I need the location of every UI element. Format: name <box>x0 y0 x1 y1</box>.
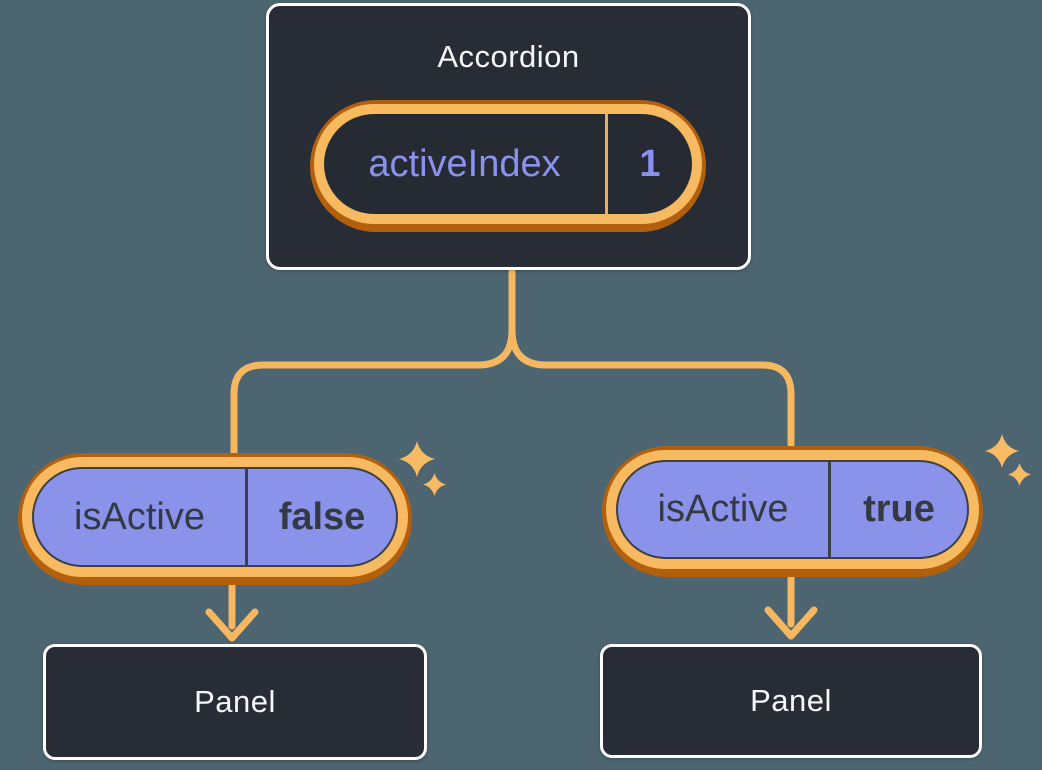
state-pill-isactive-left: isActive false <box>18 453 412 585</box>
arrowhead-icon <box>764 606 818 640</box>
pill-divider <box>828 462 831 557</box>
state-pill-activeindex: activeIndex 1 <box>310 100 706 232</box>
pill-body: isActive false <box>32 467 398 567</box>
panel-label: Panel <box>194 684 276 719</box>
pill-divider <box>605 114 608 214</box>
connector-right-branch <box>508 268 795 449</box>
pill-divider <box>245 469 248 565</box>
accordion-title: Accordion <box>437 39 580 74</box>
sparkle-icon <box>985 434 1019 468</box>
arrowhead-icon <box>205 608 259 642</box>
connector-left-branch <box>230 268 516 456</box>
sparkle-icon <box>399 441 435 477</box>
panel-label: Panel <box>750 683 832 718</box>
state-value: false <box>278 495 366 538</box>
arrow-down-right-icon <box>764 574 818 640</box>
arrow-down-left-icon <box>205 579 259 642</box>
highlight-ring: isActive false <box>22 457 408 577</box>
pill-body: activeIndex 1 <box>324 114 692 214</box>
state-pill-isactive-right: isActive true <box>602 446 983 577</box>
panel-card-left: Panel <box>43 644 427 760</box>
sparkle-icon <box>423 473 446 496</box>
state-value: 1 <box>639 142 661 185</box>
state-name: activeIndex <box>368 142 561 185</box>
sparkle-icon <box>1008 463 1031 486</box>
highlight-ring: isActive true <box>606 450 979 569</box>
panel-card-right: Panel <box>600 644 982 758</box>
highlight-ring: activeIndex 1 <box>314 104 702 224</box>
pill-body: isActive true <box>616 460 969 559</box>
state-value: true <box>863 488 935 530</box>
state-name: isActive <box>74 495 205 538</box>
state-name: isActive <box>657 488 789 530</box>
